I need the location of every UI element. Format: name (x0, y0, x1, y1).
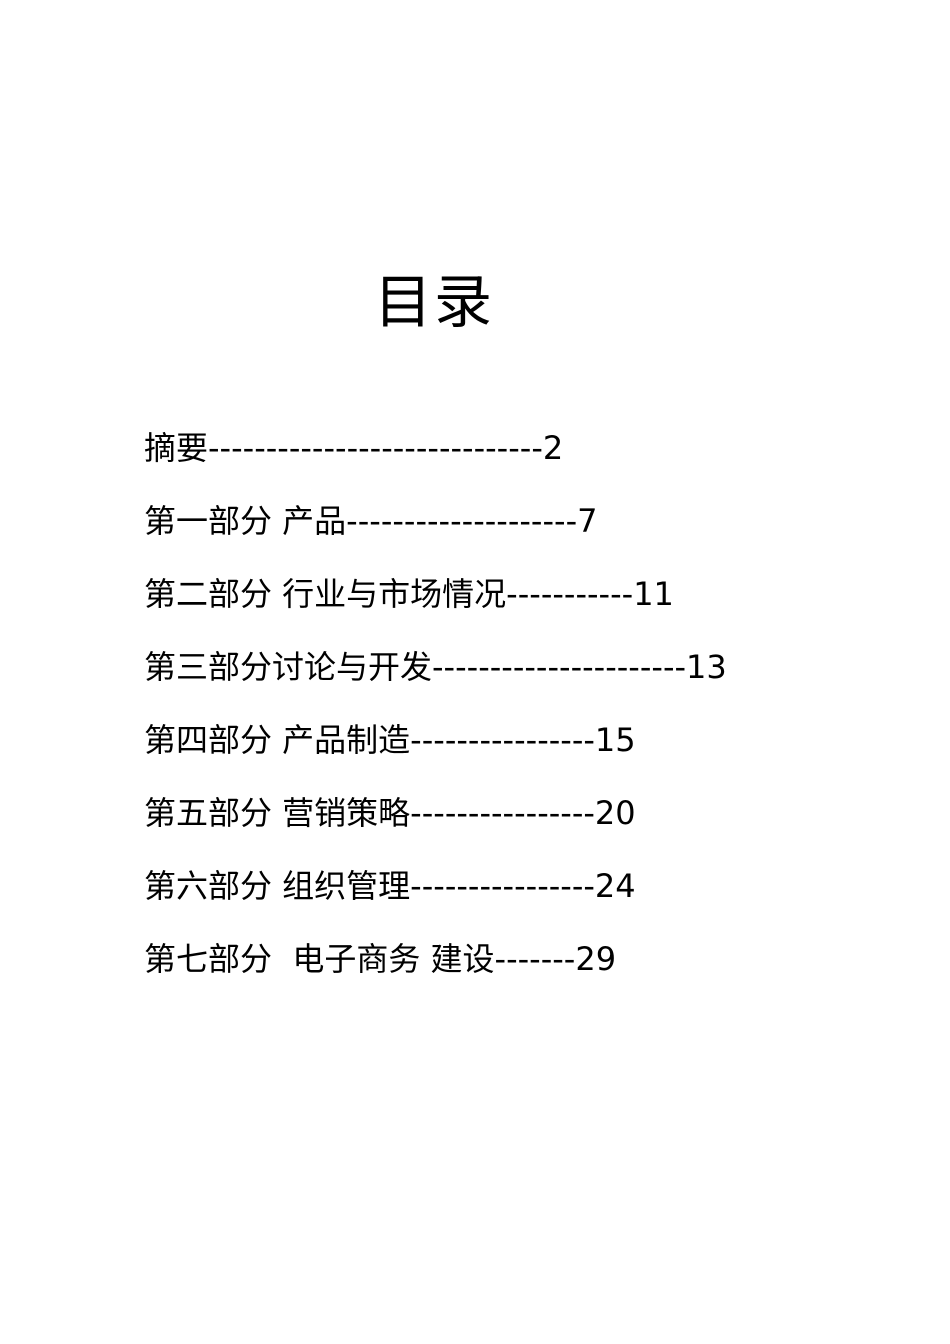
toc-entry-part-4: 第四部分 产品制造----------------15 (144, 721, 636, 759)
toc-title: 目录 (373, 268, 494, 336)
toc-list: 摘要-----------------------------2 第一部分 产品… (144, 422, 904, 1006)
toc-entry-part-2: 第二部分 行业与市场情况-----------11 (144, 575, 674, 613)
toc-entry-part-6: 第六部分 组织管理----------------24 (144, 867, 636, 905)
toc-entry-part-7: 第七部分 电子商务 建设-------29 (144, 940, 617, 978)
toc-entry-part-3: 第三部分讨论与开发----------------------13 (144, 648, 727, 686)
toc-entry-part-5: 第五部分 营销策略----------------20 (144, 794, 636, 832)
toc-entry-part-1: 第一部分 产品--------------------7 (144, 502, 598, 540)
toc-entry-abstract: 摘要-----------------------------2 (144, 429, 564, 467)
